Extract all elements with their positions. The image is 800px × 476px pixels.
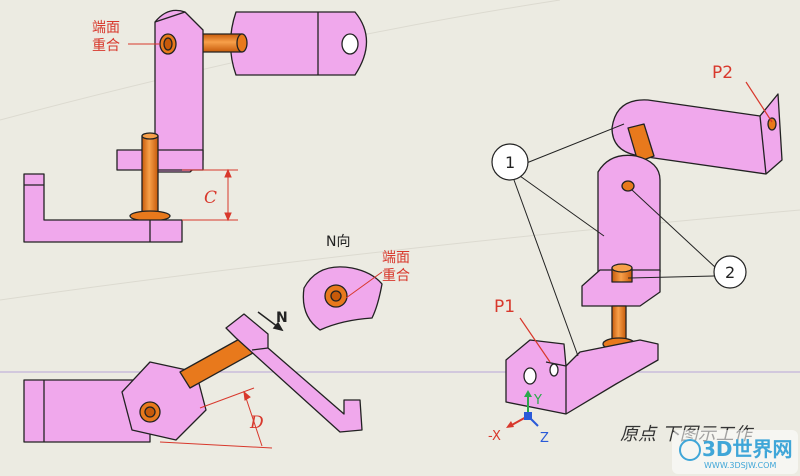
dimension-c [182, 168, 238, 222]
top-link-hole [341, 33, 359, 55]
right-top-link-hole [767, 117, 777, 131]
axis-z-label: Z [540, 431, 549, 446]
callout-1-circle [491, 143, 529, 181]
top-left-assembly [23, 9, 368, 243]
callout-2-leaders [627, 189, 717, 279]
callout-1-label: 1 [505, 153, 515, 172]
callout-2-circle [713, 255, 747, 289]
right-base-block [505, 339, 659, 415]
dimension-c-label: C [204, 188, 217, 208]
view-n-title: N向 [326, 234, 350, 250]
end-face-leader-n [345, 271, 383, 299]
hex-link [121, 361, 207, 441]
background-guides [0, 0, 800, 373]
right-vertical-bracket [597, 154, 661, 273]
end-face-label-n-line2: 重合 [382, 268, 410, 284]
right-assembly [505, 93, 783, 415]
n-arrow [257, 311, 284, 332]
end-face-label-n-line1: 端面 [382, 250, 410, 266]
dimension-d [159, 387, 273, 449]
watermark-text: 3D世界网 [702, 437, 793, 461]
bottom-left-block [23, 379, 151, 443]
callout-1-leaders [513, 123, 625, 357]
axis-x-label: -X [488, 429, 501, 444]
right-top-link [611, 93, 783, 175]
point-p1-label: P1 [494, 297, 515, 317]
end-face-label-top-line2: 重合 [92, 38, 120, 54]
point-p2-leader [745, 81, 773, 123]
dimension-d-label: D [249, 413, 264, 433]
top-link-body [229, 11, 368, 76]
zigzag-bracket [225, 313, 363, 433]
watermark-url: WWW.3DSJW.COM [704, 461, 776, 470]
n-arrow-label: N [276, 310, 288, 326]
axis-y-label: Y [533, 393, 542, 408]
watermark-logo: 3D世界网 WWW.3DSJW.COM [672, 430, 798, 474]
bottom-left-assembly [23, 313, 363, 443]
point-p1-leader [519, 317, 551, 363]
left-bracket-body [154, 9, 204, 173]
axis-triad [506, 390, 539, 428]
end-face-label-top-line1: 端面 [92, 20, 120, 36]
n-view-part [302, 266, 383, 331]
callout-2-label: 2 [725, 263, 735, 282]
point-p2-label: P2 [712, 63, 733, 83]
vertical-pin [141, 135, 159, 217]
